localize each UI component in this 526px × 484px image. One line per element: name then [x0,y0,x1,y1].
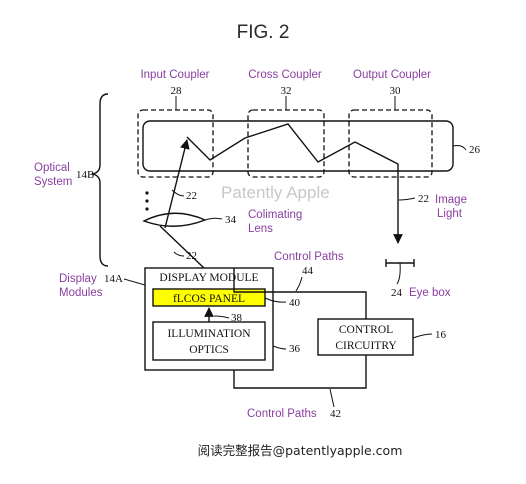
control-label-2: CIRCUITRY [335,340,397,352]
lcos-panel-box [152,288,266,307]
collimating-lens [142,212,207,227]
control-path-top [233,268,367,319]
ref-14a: 14A [104,273,123,285]
ref-22-right: 22 [418,193,429,205]
eye-box-label: Eye box [409,287,451,299]
display-modules-label-2: Modules [59,287,103,299]
control-path-bottom [233,355,367,389]
ref-22-top: 22 [186,190,197,202]
collimating-lens-label-1: Colimating [248,209,302,221]
input-coupler-label: Input Coupler [140,69,209,81]
ref-42: 42 [330,408,341,420]
optical-system-label-2: System [34,176,72,188]
control-paths-bottom-label: Control Paths [247,408,317,420]
ref-44: 44 [302,265,314,277]
ref-24: 24 [391,287,403,299]
watermark: Patently Apple [221,183,330,202]
dot-1 [145,191,149,195]
image-light-label-2: Light [437,208,463,220]
output-coupler-box [348,109,433,178]
figure-title: FIG. 2 [237,22,290,43]
dot-2 [145,199,149,203]
cross-coupler-label: Cross Coupler [248,69,322,81]
lens-to-display-beam [159,225,205,269]
ref-34: 34 [225,214,237,226]
leader-38 [213,315,230,319]
control-paths-top-label: Control Paths [274,251,344,263]
image-light-label-1: Image [435,194,467,206]
illumination-optics-box [152,321,266,361]
leader-36 [272,345,287,350]
display-modules-label-1: Display [59,273,97,285]
ref-32: 32 [281,85,292,97]
display-module-label: DISPLAY MODULE [159,272,258,284]
ref-28: 28 [171,85,183,97]
leader-34 [204,217,223,221]
light-path-zigzag [186,123,399,173]
collimating-lens-label-2: Lens [248,223,273,235]
input-beam [164,139,190,229]
cross-coupler-box [247,109,325,178]
ref-22-bottom: 22 [186,250,197,262]
input-coupler-box [137,109,214,178]
control-label-1: CONTROL [339,324,393,336]
leader-44 [295,276,303,292]
lcos-panel-label: fLCOS PANEL [173,293,245,305]
optical-system-label-1: Optical [34,162,70,174]
ref-36: 36 [289,343,301,355]
dot-3 [145,207,149,211]
optical-system-brace [90,93,109,267]
ref-26: 26 [469,144,481,156]
leader-22-right [398,197,416,201]
output-coupler-label: Output Coupler [353,69,431,81]
display-module-box [144,267,274,371]
ref-14b: 14B [76,169,94,181]
footer-text: 阅读完整报告@patentlyapple.com [198,443,403,458]
leader-24 [396,262,401,285]
leader-22-bottom [173,251,185,257]
ref-40: 40 [289,297,301,309]
leader-22-top [171,189,185,197]
leader-42 [329,388,335,408]
waveguide [142,120,454,172]
ref-38: 38 [231,312,243,324]
leader-26 [452,145,467,151]
leader-14a [123,278,146,286]
leader-40 [264,297,287,303]
illumination-label-1: ILLUMINATION [167,328,251,340]
ref-16: 16 [435,329,447,341]
illumination-label-2: OPTICS [189,344,229,356]
ref-30: 30 [390,85,402,97]
leader-16 [412,333,433,339]
